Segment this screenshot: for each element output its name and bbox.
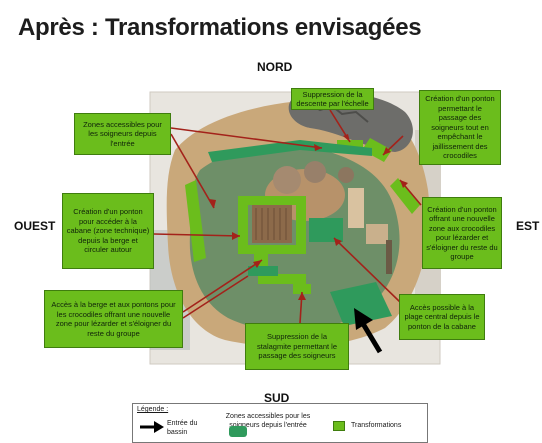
wooden-post (386, 240, 392, 274)
entry-arrow-icon (354, 308, 383, 354)
caretaker-north-path (208, 140, 372, 162)
legend-zones-label: Zones accessibles pour les soigneurs dep… (225, 413, 311, 429)
ponton-east (390, 178, 420, 214)
arrow-plage (333, 237, 401, 303)
arrow-berge-2 (182, 275, 249, 319)
arrowhead-4 (383, 147, 391, 155)
compass-east: EST (516, 219, 540, 233)
caretaker-zones (208, 140, 392, 326)
arrowhead-5 (400, 180, 408, 188)
compass-south: SUD (264, 391, 290, 405)
tree-2 (304, 161, 326, 183)
legend-transformation-swatch (333, 421, 345, 431)
tree-1 (273, 166, 301, 194)
arrowhead-8 (334, 238, 342, 246)
compass-north: NORD (257, 60, 293, 74)
callout-acces-berge: Accès à la berge et aux pontons pour les… (44, 290, 183, 348)
arrowhead-2 (209, 199, 216, 208)
pond-water (189, 144, 400, 331)
arrowhead-7 (253, 260, 262, 268)
callout-zones-soigneurs: Zones accessibles pour les soigneurs dep… (74, 113, 171, 155)
callout-suppression-stalagmite: Suppression de la stalagmite permettant … (245, 323, 349, 370)
cabin-roof (252, 205, 292, 243)
callout-suppression-descente: Suppression de la descente par l'échelle (291, 88, 374, 110)
ponton-west (185, 180, 206, 262)
page-title: Après : Transformations envisagées (18, 14, 422, 41)
arrowhead-6 (232, 232, 240, 240)
wooden-deck-1 (348, 188, 364, 228)
legend-entry-label: Entrée du bassin (167, 420, 198, 436)
arrowhead-1 (314, 144, 322, 151)
callout-ponton-cabane: Création d'un ponton pour accéder à la c… (62, 193, 154, 269)
callout-arrows (153, 109, 422, 324)
ponton-south (258, 274, 306, 284)
legend: Légende : Entrée du bassin Zones accessi… (132, 403, 428, 443)
arrow-heads (209, 134, 408, 300)
arrow-zones-1 (170, 127, 323, 149)
compass-west: OUEST (14, 219, 56, 233)
wooden-deck-2 (366, 224, 388, 244)
ponton-cabin-frame (238, 196, 306, 254)
arrowhead-3 (343, 134, 350, 142)
caretaker-south-corner (330, 282, 392, 326)
arrow-zones-2 (170, 133, 215, 209)
arrowhead-9 (298, 292, 306, 300)
stalagmite-passage (293, 284, 311, 294)
callout-ponton-jaillissement: Création d'un ponton permettant le passa… (419, 90, 501, 165)
arrow-berge-1 (182, 259, 263, 313)
tree-3 (338, 167, 354, 183)
callout-acces-plage: Accès possible à la plage central depuis… (399, 294, 485, 340)
caretaker-southwest (248, 266, 278, 276)
legend-transformations-label: Transformations (351, 422, 402, 429)
legend-arrow-icon (140, 421, 164, 433)
legend-title: Légende : (137, 406, 169, 413)
callout-ponton-lezarder: Création d'un ponton offrant une nouvell… (422, 197, 502, 269)
caretaker-east-deck (309, 218, 343, 242)
cabin-planks (255, 208, 287, 240)
legend-zone-swatch (229, 426, 247, 437)
echelle-zone (337, 140, 363, 148)
ponton-northeast (362, 138, 392, 162)
arrow-cabane (153, 233, 241, 237)
